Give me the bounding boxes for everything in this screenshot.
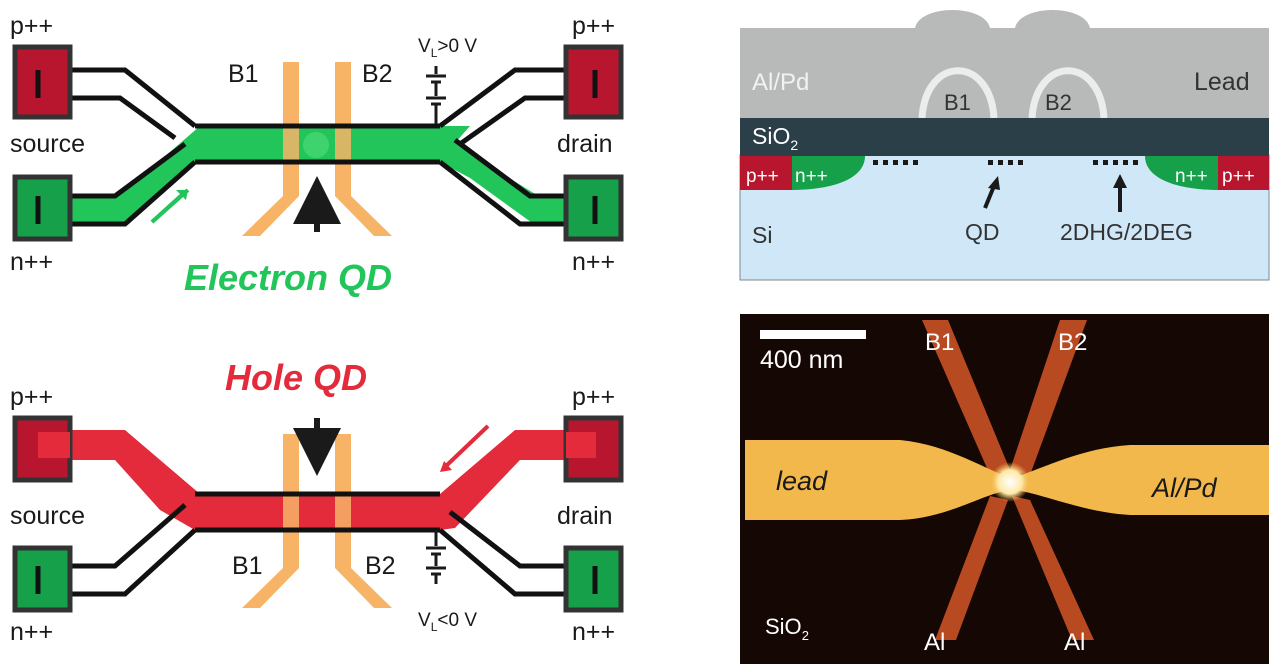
label-gate-left: Al [924, 629, 945, 656]
label-vl: VL<0 V [418, 610, 477, 634]
label-b2: B2 [1045, 90, 1072, 115]
label-p-left: p++ [746, 166, 779, 187]
afm-dot [990, 462, 1030, 502]
pad-p-right [563, 44, 624, 120]
hole-dot [303, 501, 329, 527]
label-oxide: SiO2 [765, 614, 809, 643]
oxide-layer [740, 118, 1269, 156]
label-drain: drain [557, 130, 613, 158]
label-gate-right: Al [1064, 629, 1085, 656]
hole-channel [38, 430, 595, 530]
label-drain: drain [557, 502, 613, 530]
label-b2: B2 [362, 60, 393, 88]
qd-arrow [983, 185, 996, 209]
label-qd: QD [965, 219, 1000, 245]
label-lead-material: Al/Pd [752, 69, 809, 96]
label-b1: B1 [944, 90, 971, 115]
label-lead: lead [776, 466, 828, 496]
hole-title: Hole QD [225, 357, 367, 398]
electron-qd-panel: p++ p++ source drain n++ n++ B1 B2 VL>0 … [10, 12, 624, 298]
label-n-left: n++ [795, 166, 828, 187]
gate-b1 [242, 62, 299, 236]
hole-qd-panel: Hole QD p++ p++ source drain n++ n++ B1 … [10, 357, 624, 646]
pad-p-left [12, 44, 73, 120]
afm-gates [922, 320, 1094, 640]
afm-image-panel: 400 nm B1 B2 lead Al/Pd SiO2 Al Al [740, 314, 1269, 664]
label-source: source [10, 502, 85, 530]
label-b1: B1 [232, 552, 263, 580]
label-b1: B1 [228, 60, 259, 88]
label-n-right: n++ [572, 618, 615, 646]
gate-b2 [335, 62, 392, 236]
gate-b2 [335, 434, 392, 608]
electron-channel [38, 126, 470, 225]
label-p-right: p++ [572, 12, 615, 40]
pad-n-left [12, 174, 73, 242]
gate-b1 [242, 434, 299, 608]
two-d-gas-dots [873, 160, 1138, 165]
current-arrow-red [444, 424, 490, 468]
label-n-left: n++ [10, 248, 53, 276]
label-lead: Lead [1194, 68, 1250, 96]
label-scale: 400 nm [760, 346, 843, 374]
label-n-left: n++ [10, 618, 53, 646]
label-vl: VL>0 V [418, 36, 477, 60]
battery-symbol [426, 66, 446, 124]
gate-arch-b2 [1028, 67, 1108, 119]
label-b2: B2 [365, 552, 396, 580]
scale-bar [760, 330, 866, 339]
label-lead-material: Al/Pd [1150, 473, 1218, 503]
gate-arch-b1 [918, 67, 998, 119]
label-si: Si [752, 222, 772, 248]
label-source: source [10, 130, 85, 158]
lead-layer [740, 10, 1269, 118]
label-b1: B1 [925, 329, 954, 356]
label-gas: 2DHG/2DEG [1060, 219, 1193, 245]
label-b2: B2 [1058, 329, 1087, 356]
electron-title: Electron QD [184, 257, 392, 298]
label-p-left: p++ [10, 12, 53, 40]
label-oxide: SiO2 [752, 123, 798, 153]
pad-n-left [12, 545, 73, 613]
cross-section-panel: Al/Pd Lead B1 B2 SiO2 p++ n++ n++ p++ Si… [739, 10, 1270, 281]
battery-symbol [426, 530, 446, 584]
label-p-left: p++ [10, 383, 53, 411]
electron-channel-right [440, 126, 595, 225]
label-p-right: p++ [1222, 166, 1255, 187]
label-n-right: n++ [572, 248, 615, 276]
electron-dot [303, 132, 329, 158]
label-p-right: p++ [572, 383, 615, 411]
label-n-right: n++ [1175, 166, 1208, 187]
